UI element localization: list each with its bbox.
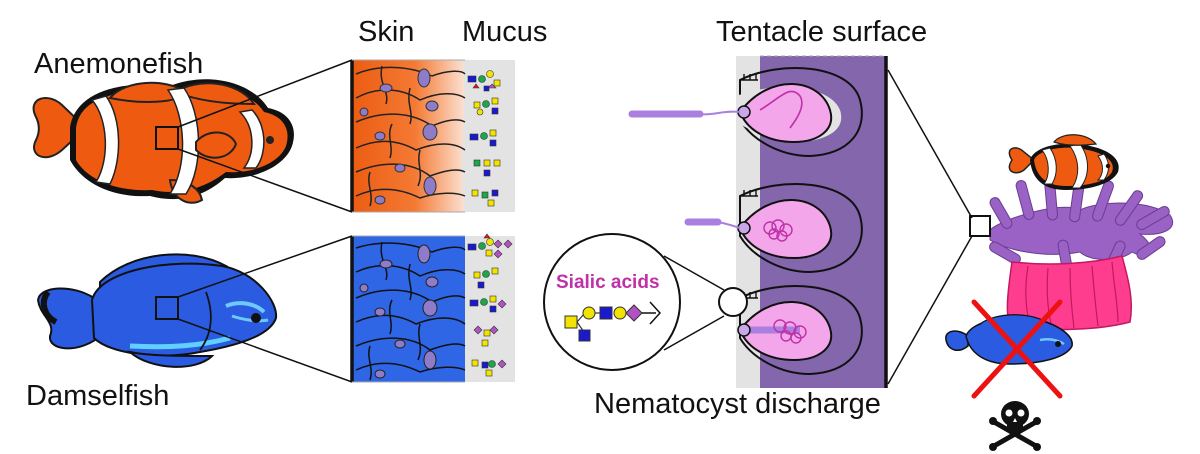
- tentacle-surface-label: Tentacle surface: [716, 16, 928, 48]
- anemonefish-label: Anemonefish: [34, 48, 204, 80]
- nematocyst-1: [628, 67, 863, 158]
- nematocyst-2: [684, 183, 863, 274]
- anemone-zoom-box: [969, 215, 991, 237]
- sialic-acids-label: Sialic acids: [556, 272, 660, 293]
- nematocyst-discharge-label: Nematocyst discharge: [594, 388, 881, 420]
- damselfish-zoom-box: [155, 296, 179, 320]
- sialic-acid-magnifier: [543, 233, 748, 371]
- small-damselfish-icon: [945, 314, 1073, 365]
- sea-anemone-icon: [989, 175, 1173, 331]
- damselfish-skin-panel: [350, 233, 515, 383]
- skull-crossbones-icon: [989, 401, 1041, 451]
- skin-label: Skin: [358, 16, 415, 48]
- damselfish-label: Damselfish: [26, 380, 170, 412]
- nematocyst-3: [737, 285, 863, 376]
- small-anemonefish-icon: [1008, 134, 1119, 190]
- red-x-icon: [971, 299, 1063, 399]
- anemonefish-icon: [32, 79, 294, 204]
- anemonefish-zoom-box: [155, 126, 179, 150]
- anemonefish-skin-panel: [350, 59, 515, 213]
- mucus-label: Mucus: [462, 16, 548, 48]
- damselfish-icon: [36, 253, 278, 368]
